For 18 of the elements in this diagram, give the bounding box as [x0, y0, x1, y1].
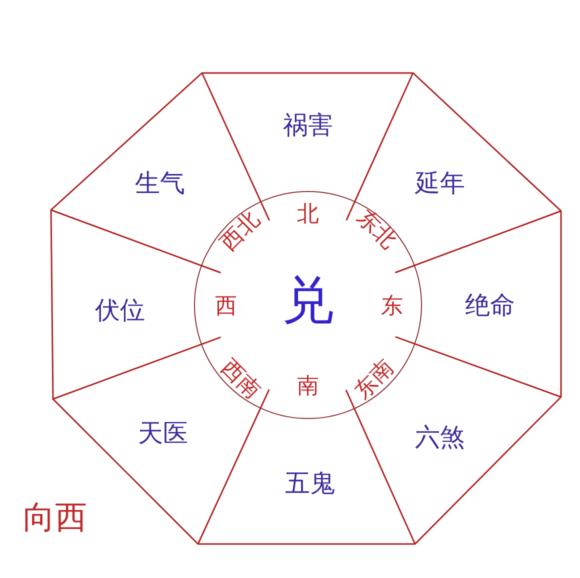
- sector-label: 生气: [135, 170, 185, 196]
- sector-label: 六煞: [415, 424, 465, 450]
- sector-label: 祸害: [283, 112, 333, 138]
- direction-label: 北: [297, 204, 319, 226]
- sector-label: 五鬼: [285, 470, 335, 496]
- facing-label: 向西: [23, 501, 87, 533]
- direction-label: 西南: [216, 356, 264, 404]
- sector-label: 绝命: [465, 292, 515, 318]
- direction-label: 东北: [352, 206, 400, 254]
- direction-label: 西: [215, 296, 237, 318]
- direction-label: 南: [297, 376, 319, 398]
- direction-label: 西北: [218, 208, 264, 256]
- sector-label: 伏位: [95, 298, 145, 322]
- sector-label: 延年: [415, 170, 465, 196]
- direction-label: 东南: [352, 356, 398, 404]
- center-trigram: 兑: [282, 275, 334, 327]
- direction-label: 东: [381, 296, 403, 318]
- sector-label: 天医: [138, 420, 188, 446]
